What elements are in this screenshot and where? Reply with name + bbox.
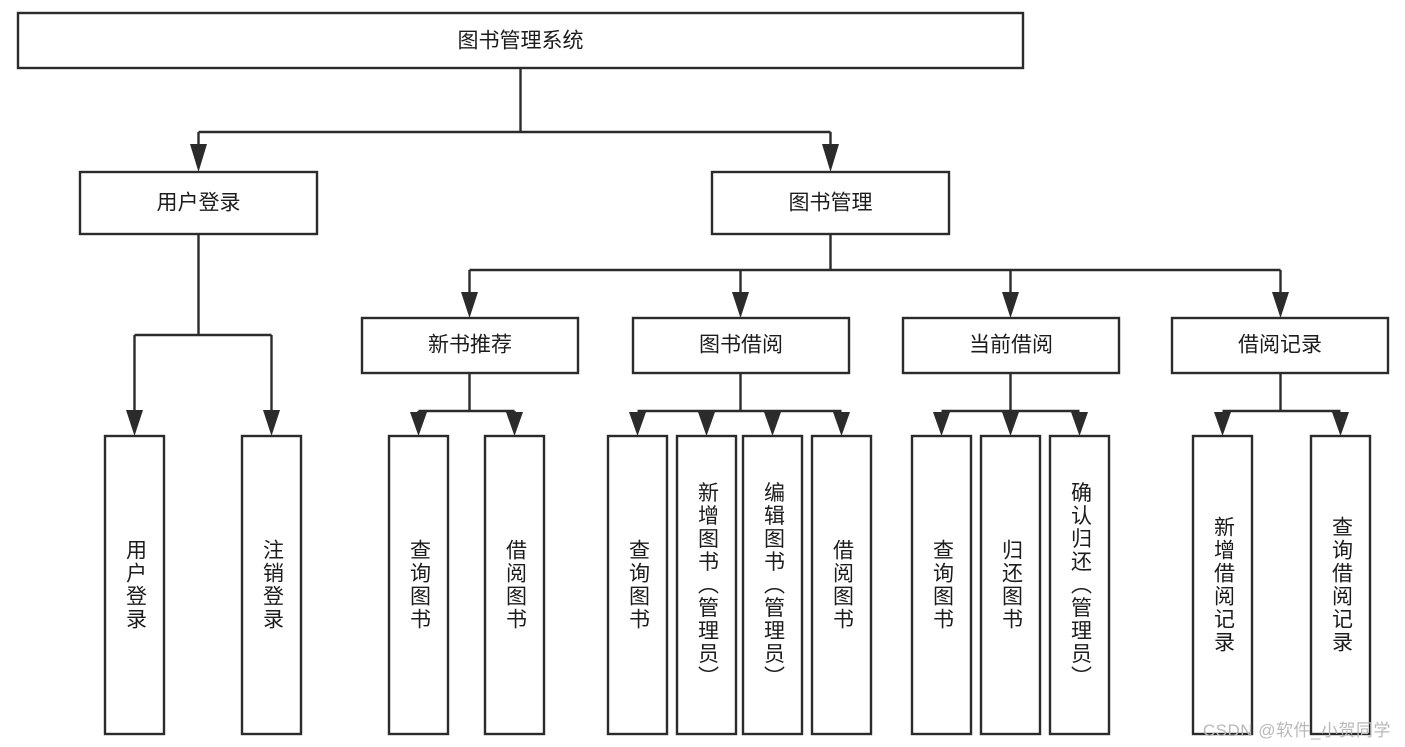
leaf-records-query-box[interactable] (1309, 434, 1372, 736)
leaf-borrow-edit[interactable]: 编辑图书（管理员） (741, 434, 804, 736)
arrow-current-leaf1 (933, 412, 950, 436)
arrow-records-leaf1 (1214, 412, 1231, 436)
leaf-current-confirm-return[interactable]: 确认归还（管理员） (1048, 434, 1111, 736)
arrow-newbooks-leaf1 (410, 412, 427, 436)
connector-layer (126, 68, 1349, 436)
leaf-borrow-add[interactable]: 新增图书（管理员） (675, 434, 738, 736)
leaf-borrow-query-box[interactable] (606, 434, 669, 736)
node-new-book-recommend-label: 新书推荐 (428, 334, 512, 357)
leaf-user-login-label: 用户登录 (124, 539, 148, 631)
leaf-current-query-box[interactable] (910, 434, 973, 736)
leaf-records-add-box[interactable] (1191, 434, 1254, 736)
node-new-book-recommend-box[interactable] (360, 316, 580, 375)
node-borrow-records-box[interactable] (1170, 316, 1390, 375)
node-book-borrow-box[interactable] (631, 316, 851, 375)
leaf-newbooks-query[interactable]: 查询图书 (387, 434, 450, 736)
arrow-current-leaf3 (1071, 412, 1088, 436)
node-book-management[interactable]: 图书管理 (710, 170, 951, 236)
arrow-to-book-mgmt (822, 144, 839, 172)
leaf-borrow-lend[interactable]: 借阅图书 (810, 434, 873, 736)
leaf-newbooks-query-box[interactable] (387, 434, 450, 736)
node-root[interactable]: 图书管理系统 (16, 11, 1025, 70)
arrow-to-current-borrow (1002, 292, 1019, 318)
node-borrow-records-label: 借阅记录 (1238, 334, 1322, 357)
leaf-logout[interactable]: 注销登录 (240, 434, 303, 736)
leaf-records-query[interactable]: 查询借阅记录 (1309, 434, 1372, 736)
leaf-borrow-add-box[interactable] (675, 434, 738, 736)
leaf-newbooks-borrow-label: 借阅图书 (504, 539, 528, 631)
node-user-login[interactable]: 用户登录 (78, 170, 319, 236)
arrow-to-borrow-records (1272, 292, 1289, 318)
leaf-borrow-query-label: 查询图书 (627, 539, 651, 631)
arrow-borrow-leaf4 (833, 412, 850, 436)
leaf-user-login-box[interactable] (103, 434, 166, 736)
node-user-login-box[interactable] (78, 170, 319, 236)
leaf-records-add[interactable]: 新增借阅记录 (1191, 434, 1254, 736)
node-current-borrow[interactable]: 当前借阅 (901, 316, 1121, 375)
leaf-borrow-add-label: 新增图书（管理员） (696, 482, 720, 689)
node-book-management-box[interactable] (710, 170, 951, 236)
arrow-to-borrow-books (732, 292, 749, 318)
node-book-management-label: 图书管理 (789, 192, 873, 215)
node-root-box[interactable] (16, 11, 1025, 70)
arrow-to-user-login (190, 144, 207, 172)
leaf-records-query-label: 查询借阅记录 (1330, 516, 1354, 654)
leaf-current-confirm-return-label: 确认归还（管理员） (1069, 482, 1093, 689)
leaf-current-query-label: 查询图书 (931, 539, 955, 631)
arrow-newbooks-leaf2 (506, 412, 523, 436)
leaf-borrow-edit-label: 编辑图书（管理员） (762, 482, 786, 689)
arrow-records-leaf2 (1332, 412, 1349, 436)
arrow-to-leaf-logout (263, 410, 280, 436)
arrow-to-leaf-user-login (126, 410, 143, 436)
arrow-current-leaf2 (1002, 412, 1019, 436)
node-current-borrow-box[interactable] (901, 316, 1121, 375)
arrow-to-new-books (461, 292, 478, 318)
leaf-user-login[interactable]: 用户登录 (103, 434, 166, 736)
arrow-borrow-leaf1 (629, 412, 646, 436)
arrow-borrow-leaf3 (764, 412, 781, 436)
leaf-current-query[interactable]: 查询图书 (910, 434, 973, 736)
arrow-borrow-leaf2 (698, 412, 715, 436)
leaf-newbooks-query-label: 查询图书 (408, 539, 432, 631)
node-book-borrow[interactable]: 图书借阅 (631, 316, 851, 375)
leaf-borrow-lend-label: 借阅图书 (831, 539, 855, 631)
node-borrow-records[interactable]: 借阅记录 (1170, 316, 1390, 375)
leaf-borrow-lend-box[interactable] (810, 434, 873, 736)
leaf-borrow-edit-box[interactable] (741, 434, 804, 736)
node-new-book-recommend[interactable]: 新书推荐 (360, 316, 580, 375)
node-root-label: 图书管理系统 (458, 30, 584, 53)
leaf-current-confirm-return-box[interactable] (1048, 434, 1111, 736)
leaf-logout-label: 注销登录 (261, 539, 285, 631)
leaf-newbooks-borrow-box[interactable] (483, 434, 546, 736)
node-book-borrow-label: 图书借阅 (699, 334, 783, 357)
node-current-borrow-label: 当前借阅 (969, 334, 1053, 357)
leaf-current-return[interactable]: 归还图书 (979, 434, 1042, 736)
leaf-current-return-label: 归还图书 (1000, 539, 1024, 631)
leaf-records-add-label: 新增借阅记录 (1212, 516, 1236, 654)
node-user-login-label: 用户登录 (157, 192, 241, 215)
leaf-newbooks-borrow[interactable]: 借阅图书 (483, 434, 546, 736)
leaf-borrow-query[interactable]: 查询图书 (606, 434, 669, 736)
leaf-current-return-box[interactable] (979, 434, 1042, 736)
leaf-logout-box[interactable] (240, 434, 303, 736)
